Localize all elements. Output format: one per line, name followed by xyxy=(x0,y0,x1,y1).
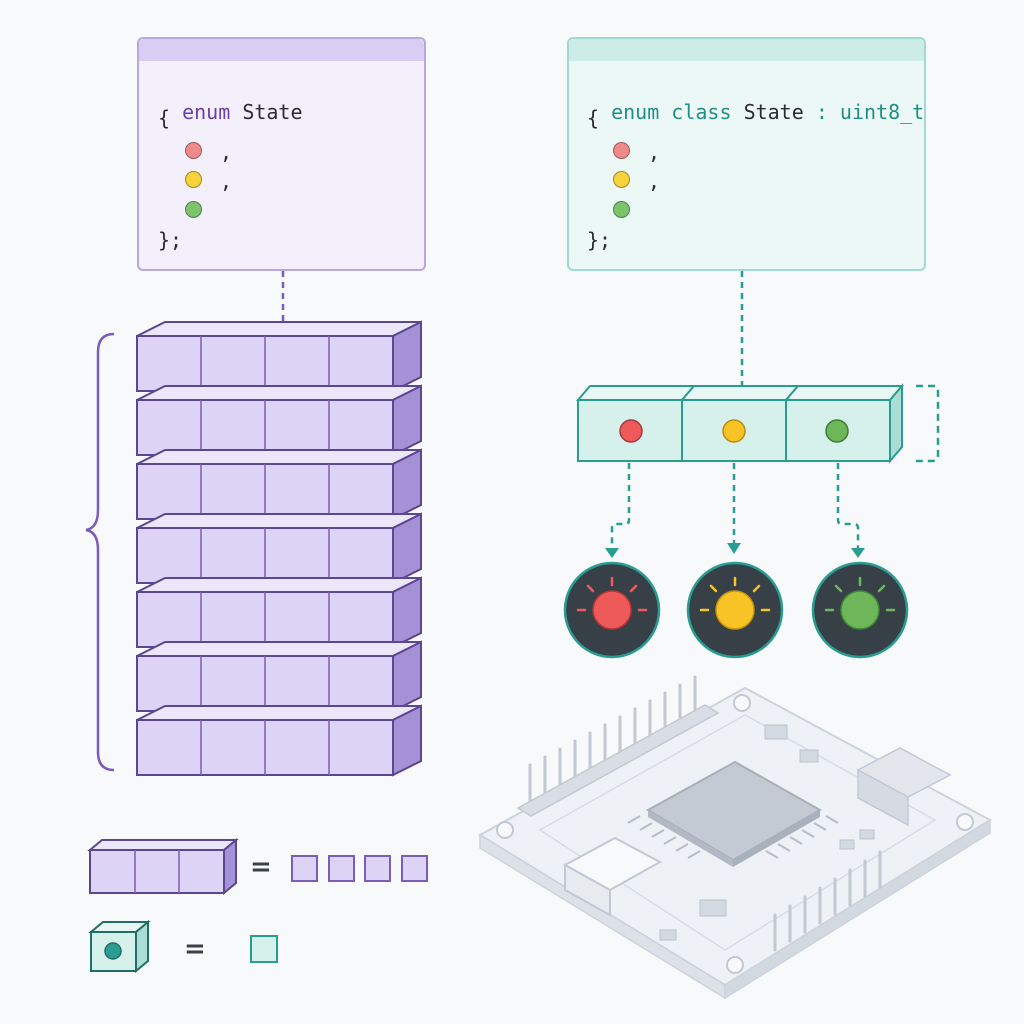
yellow-byte-block xyxy=(679,385,801,462)
legend-int-block xyxy=(87,837,239,896)
enum-class-keyword: enum class xyxy=(611,100,732,124)
green-dot xyxy=(825,419,849,443)
byte-size-bracket xyxy=(916,384,940,463)
int-memory-block xyxy=(136,448,422,521)
enum-class-open-brace: { xyxy=(587,106,600,130)
red-byte-block xyxy=(575,385,697,462)
enum-class-comma-1: , xyxy=(648,140,661,164)
green-byte-block xyxy=(783,383,905,464)
int-memory-block xyxy=(136,640,422,713)
yellow-dot xyxy=(185,171,202,188)
enum-class-name: State xyxy=(743,100,804,124)
red-dot xyxy=(613,142,630,159)
int-memory-block xyxy=(136,384,422,457)
enum-panel-titlebar xyxy=(139,39,424,61)
uint8-memory-blocks xyxy=(575,383,905,464)
red-dot xyxy=(185,142,202,159)
legend-equals-2: = xyxy=(184,934,206,964)
yellow-light-bulb xyxy=(686,561,784,659)
int-memory-block xyxy=(136,576,422,649)
red-light-bulb xyxy=(563,561,661,659)
green-dot xyxy=(613,201,630,218)
int-memory-block xyxy=(136,512,422,585)
enum-class-close-brace: }; xyxy=(587,228,612,252)
mounting-holes xyxy=(496,694,974,974)
arrow-heads xyxy=(605,543,865,558)
microcontroller-board xyxy=(478,675,992,1000)
enum-class-declaration-line: enum class State : uint8_t xyxy=(587,76,924,124)
yellow-dot xyxy=(613,171,630,188)
red-dot xyxy=(619,419,643,443)
legend-equals-1: = xyxy=(250,852,272,882)
enum-comma-2: , xyxy=(220,169,233,193)
legend-four-bytes xyxy=(291,855,428,882)
enum-close-brace: }; xyxy=(158,228,183,252)
green-dot xyxy=(185,201,202,218)
legend-one-byte xyxy=(250,935,278,963)
enum-class-comma-2: , xyxy=(648,169,661,193)
legend-byte-block xyxy=(88,919,151,974)
enum-comma-1: , xyxy=(220,140,233,164)
int-memory-block xyxy=(136,320,422,393)
int-memory-block xyxy=(136,704,422,777)
int-sized-memory-stack xyxy=(136,320,422,777)
mcu-chip xyxy=(627,760,839,867)
stack-size-brace xyxy=(85,332,115,772)
underlying-type-colon: : xyxy=(815,100,828,124)
usb-port xyxy=(562,836,663,917)
enum-name: State xyxy=(242,100,303,124)
underlying-type: uint8_t xyxy=(839,100,925,124)
green-light-bulb xyxy=(811,561,909,659)
state-arrows xyxy=(610,463,860,548)
enum-keyword: enum xyxy=(182,100,231,124)
enum-declaration-line: enum State xyxy=(158,76,303,124)
yellow-dot xyxy=(722,419,746,443)
enum-class-panel-titlebar xyxy=(569,39,924,61)
enum-open-brace: { xyxy=(158,106,171,130)
